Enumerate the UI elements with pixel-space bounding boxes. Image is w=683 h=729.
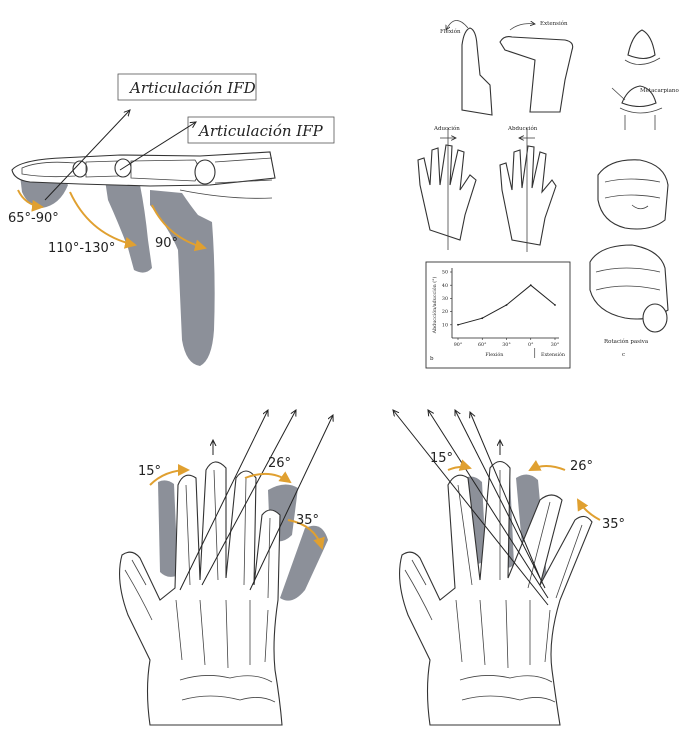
extended-finger-outline bbox=[12, 152, 275, 186]
flexion-label: Flexión bbox=[440, 28, 461, 35]
rotation-panel-letter: c bbox=[622, 352, 625, 358]
extension-arrow bbox=[510, 24, 535, 30]
chart-group-label: Flexión bbox=[485, 351, 503, 358]
metacarpal-label: Metacarpiano bbox=[640, 88, 679, 94]
chart-x-tick-label: 90° bbox=[454, 342, 463, 348]
finger-flexion-diagram: Articulación IFD Articulación IFP 65°-90… bbox=[8, 74, 334, 366]
rotated-thumb bbox=[643, 304, 667, 332]
right-hand-outline bbox=[400, 462, 592, 726]
left-angle-35: 35° bbox=[296, 513, 319, 528]
metacarpal-pointer bbox=[612, 88, 625, 100]
chart-y-label: Abducción/aducción (°) bbox=[431, 276, 438, 334]
abduction-label: Abducción bbox=[507, 125, 538, 132]
right-angle-26: 26° bbox=[570, 459, 593, 474]
left-angle-26: 26° bbox=[268, 456, 291, 471]
chart-point bbox=[457, 324, 459, 326]
hand-dorsum bbox=[180, 190, 272, 198]
left-axis-arrow-3 bbox=[250, 415, 333, 590]
chart-y-tick-label: 20 bbox=[442, 309, 448, 315]
chart-point bbox=[554, 304, 556, 306]
chart-x-tick-label: 0° bbox=[528, 342, 533, 348]
flexion-thumb-drawing bbox=[462, 28, 492, 115]
left-angle-15: 15° bbox=[138, 464, 161, 479]
chart-point bbox=[506, 304, 508, 306]
right-angle-15: 15° bbox=[430, 451, 453, 466]
extension-thumb-drawing bbox=[500, 37, 573, 112]
ifd-angle-label: 65°-90° bbox=[8, 211, 59, 226]
chart-y-tick-label: 10 bbox=[442, 322, 448, 328]
mcf-joint bbox=[195, 160, 215, 184]
ifp-flexed-shadow bbox=[105, 180, 152, 273]
right-angle-35: 35° bbox=[602, 517, 625, 532]
abduction-hand-drawing bbox=[500, 146, 556, 245]
ifp-label: Articulación IFP bbox=[197, 122, 324, 140]
chart-point bbox=[530, 284, 532, 286]
chart-x-tick-label: 30° bbox=[551, 342, 560, 348]
adduction-hand-drawing bbox=[418, 145, 476, 240]
rotation-label: Rotación pasiva bbox=[604, 338, 649, 345]
mcf-angle-label: 110°-130° bbox=[48, 241, 115, 256]
metacarpal-joint-lower-base bbox=[620, 108, 662, 130]
extension-label: Extensión bbox=[540, 20, 568, 27]
hand-skeleton-left: 15° 26° 35° bbox=[120, 410, 333, 725]
chart-point bbox=[481, 317, 483, 319]
left-hand-outline bbox=[120, 462, 282, 725]
ifp-angle-label: 90° bbox=[155, 236, 178, 251]
right-arc-15 bbox=[448, 467, 470, 470]
chart-x-tick-label: 30° bbox=[502, 342, 511, 348]
metacarpal-joint-upper bbox=[628, 30, 655, 59]
fist-drawing bbox=[598, 160, 668, 229]
chart-group-label: Extensión bbox=[541, 351, 565, 358]
right-arc-26 bbox=[530, 466, 565, 470]
thumb-motion-panel: Flexión Extensión Metacarpiano Aducción … bbox=[418, 20, 679, 368]
left-index-shadow bbox=[158, 480, 178, 577]
ifd-label: Articulación IFD bbox=[128, 79, 256, 97]
chart-y-tick-label: 30 bbox=[442, 296, 448, 302]
chart-x-tick-label: 60° bbox=[478, 342, 487, 348]
adduction-label: Aducción bbox=[433, 125, 460, 132]
hand-skeleton-right: 15° 26° 35° bbox=[393, 410, 625, 725]
chart-panel-letter: b bbox=[430, 356, 434, 362]
chart-y-tick-label: 50 bbox=[442, 270, 448, 276]
chart-y-tick-label: 40 bbox=[442, 283, 448, 289]
